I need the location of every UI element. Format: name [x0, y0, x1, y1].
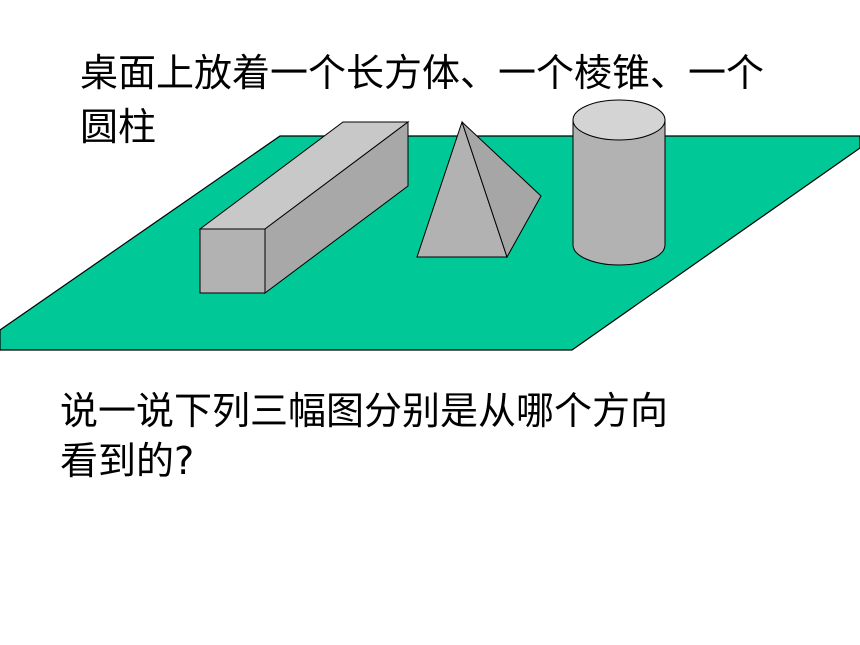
pyramid-shape: [416, 120, 542, 259]
cuboid-shape: [198, 121, 410, 294]
question-text-line-2: 看到的?: [60, 439, 195, 483]
pyramid-right-face: [461, 121, 542, 259]
intro-text-line-2: 圆柱: [80, 105, 157, 149]
cylinder-body: [572, 119, 666, 266]
cuboid-front-face: [199, 228, 266, 294]
question-text-line-1: 说一说下列三幅图分别是从哪个方向: [60, 389, 669, 433]
cylinder-top: [572, 99, 666, 141]
intro-text-line-1: 桌面上放着一个长方体、一个棱锥、一个: [80, 51, 765, 95]
cylinder-shape: [572, 99, 666, 266]
